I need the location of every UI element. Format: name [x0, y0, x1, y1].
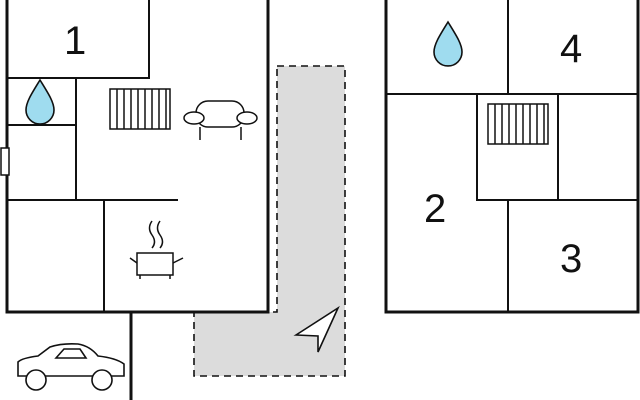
- bathroom-left-walls: [7, 78, 77, 200]
- room-1-walls: [7, 0, 150, 79]
- central-heater-room: [476, 93, 559, 201]
- room-3-walls: [507, 199, 638, 312]
- left-building: [0, 0, 270, 314]
- car-icon: [17, 343, 125, 391]
- water-drop-icon: [25, 78, 55, 125]
- right-building-outer-wall: [384, 0, 640, 314]
- right-building: [384, 0, 640, 314]
- terrace-area: [193, 65, 346, 377]
- cooking-pot-icon: [129, 220, 184, 279]
- room-3-label: 3: [560, 237, 582, 281]
- left-door: [0, 147, 10, 176]
- water-drop-icon: [433, 20, 463, 67]
- radiator-icon: [487, 103, 549, 145]
- compass-arrow-icon: [293, 305, 340, 353]
- room-4-label: 4: [560, 27, 582, 71]
- room-2-label: 2: [424, 187, 446, 231]
- radiator-icon: [109, 88, 171, 130]
- sofa-icon: [183, 100, 258, 140]
- room-1-label: 1: [64, 19, 86, 63]
